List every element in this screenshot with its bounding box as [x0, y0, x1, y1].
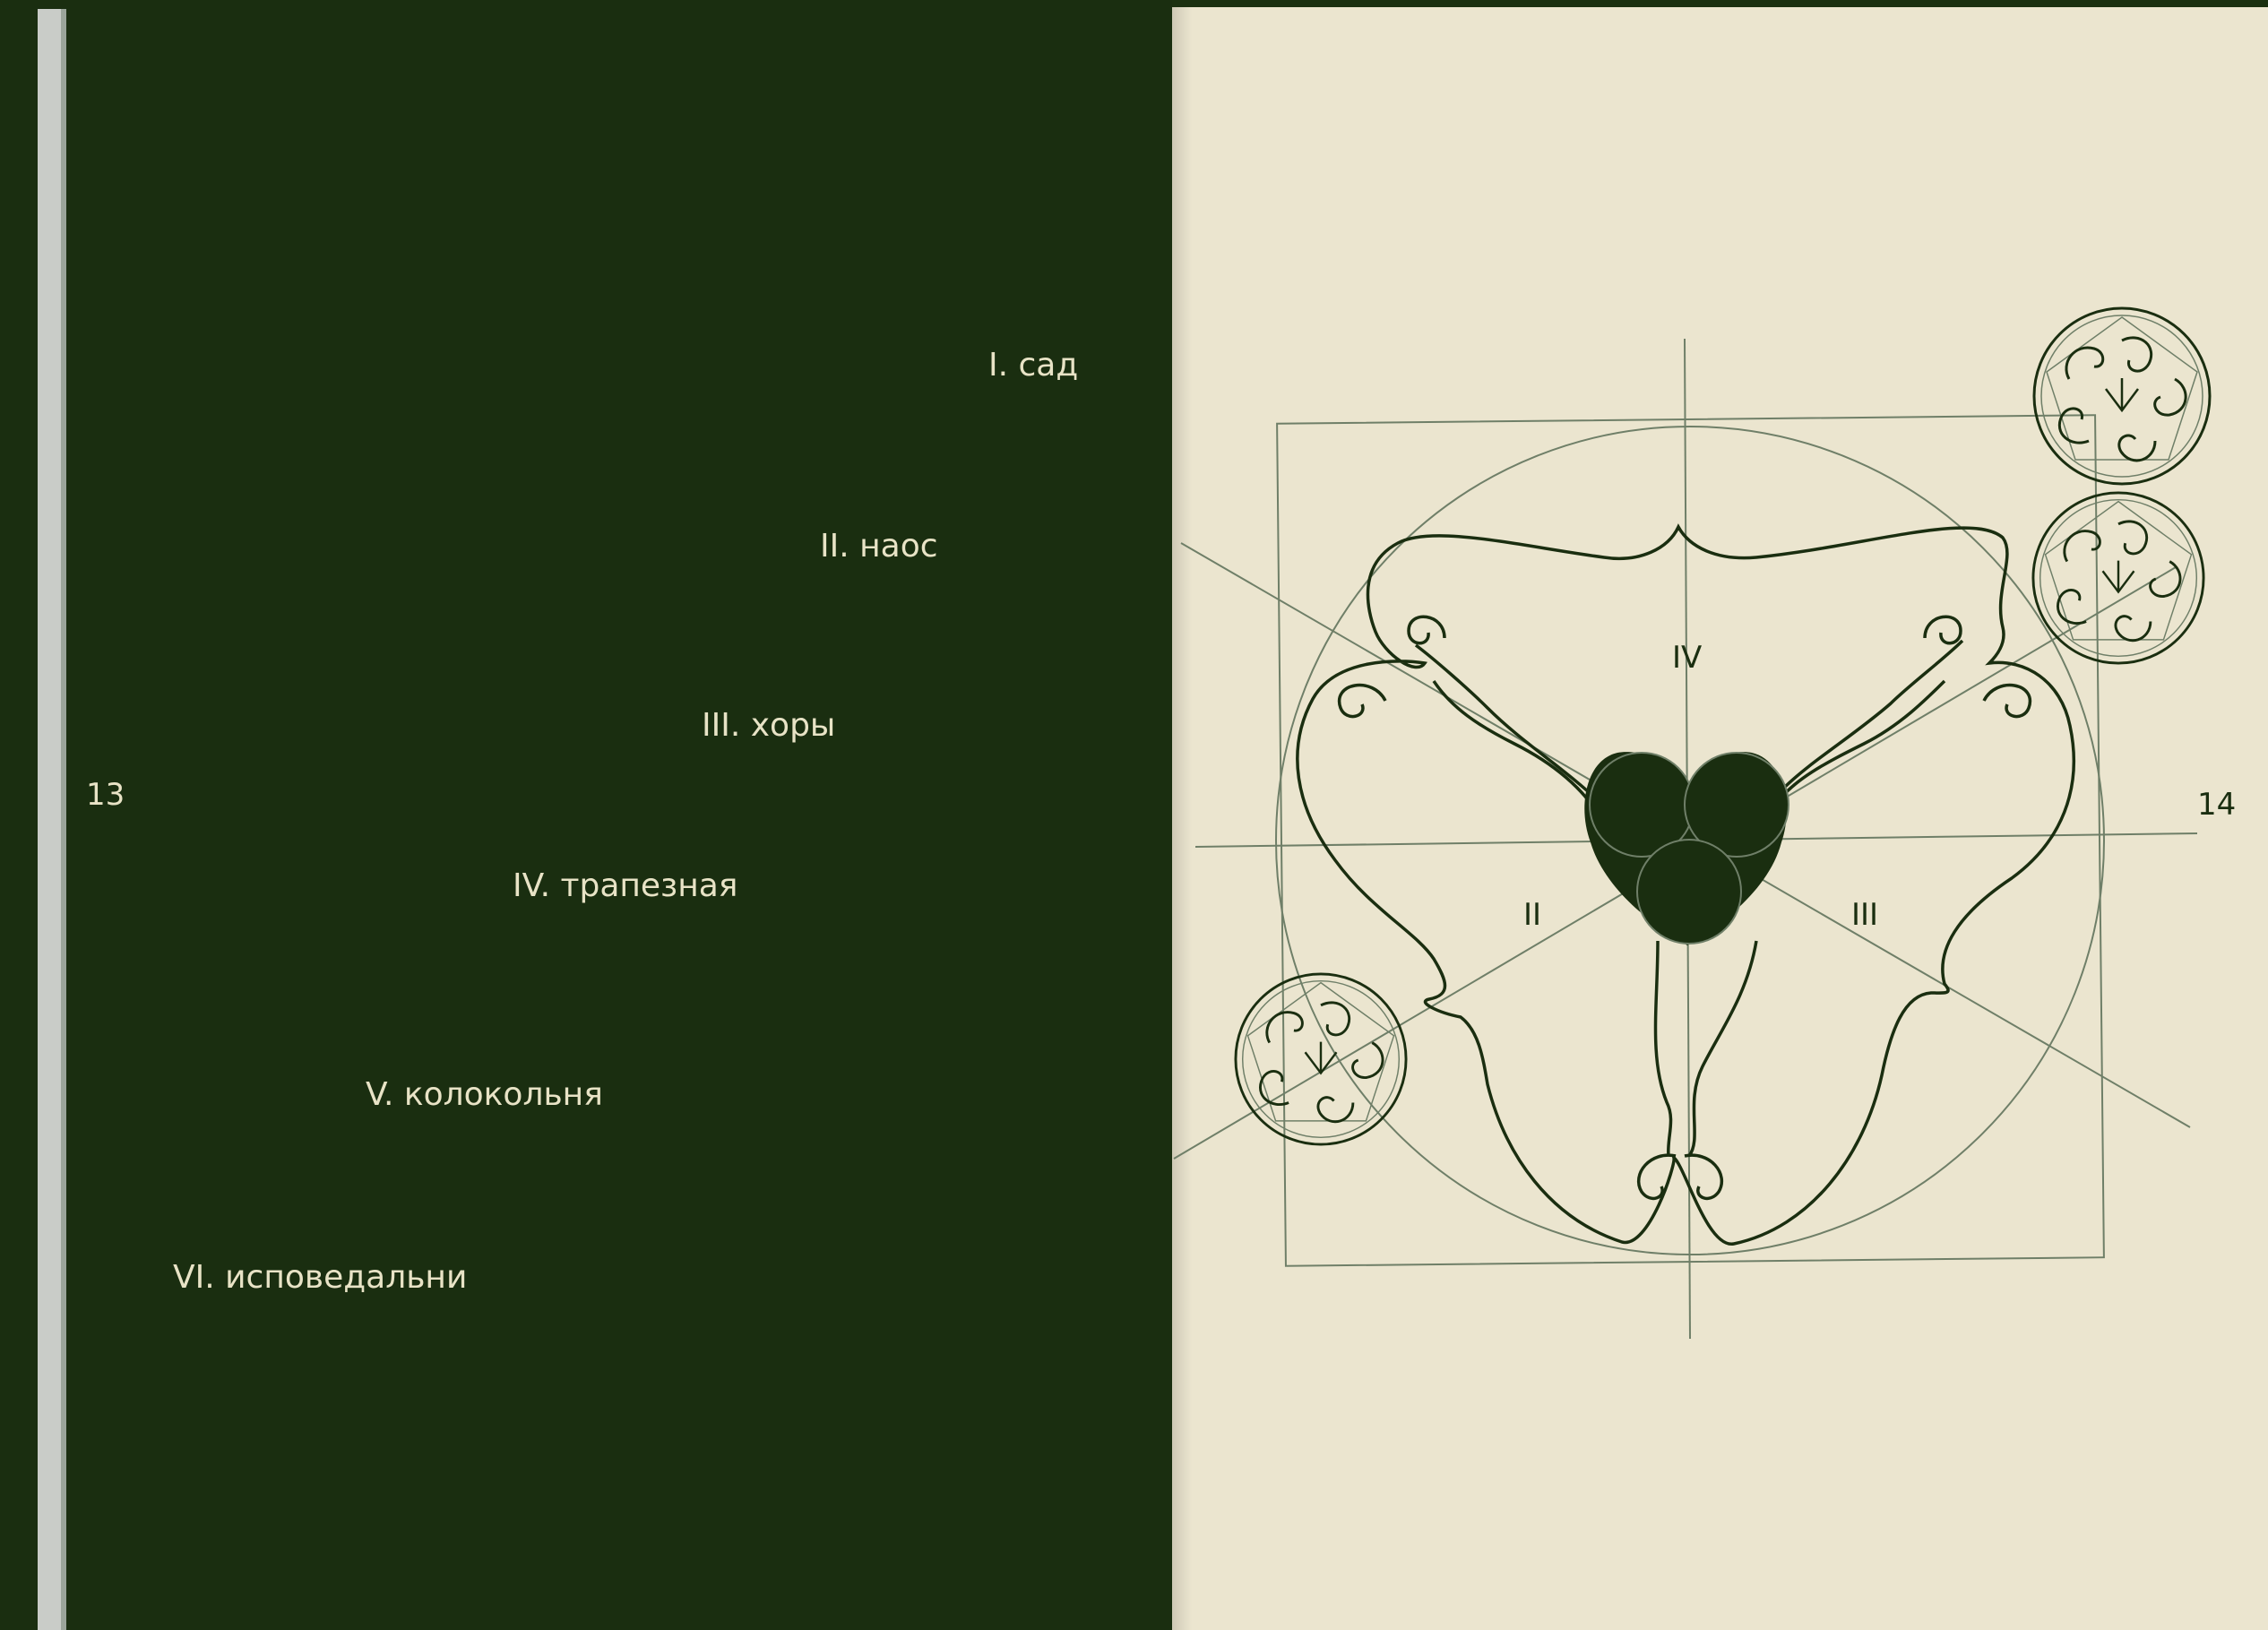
page-number-left: 13: [86, 777, 125, 813]
page-edge-shadow: [61, 9, 66, 1630]
spine-shadow: [1172, 7, 1192, 1630]
page-number-right: 14: [2197, 787, 2237, 823]
plan-label-ii: II: [1523, 897, 1541, 933]
rosette-top-right-upper: [2032, 306, 2212, 486]
rosette-top-right-lower: [2031, 491, 2205, 665]
section-item-refectory: IV. трапезная: [513, 867, 738, 904]
rosette-bottom-left: [1234, 972, 1408, 1146]
page-edge: [38, 9, 65, 1630]
left-page: [0, 0, 1172, 1630]
section-item-choir: III. хоры: [702, 707, 836, 744]
section-item-garden: I. сад: [988, 347, 1079, 384]
section-item-bell-tower: V. колокольня: [366, 1076, 603, 1113]
center-heart-of-circles: [1584, 752, 1789, 945]
plan-outline: [1296, 523, 2076, 1246]
section-item-naos: II. наос: [820, 528, 938, 565]
section-item-confessionals: VI. исповедальни: [173, 1259, 468, 1296]
plan-label-iv: IV: [1672, 640, 1702, 676]
plan-label-iii: III: [1851, 897, 1878, 933]
